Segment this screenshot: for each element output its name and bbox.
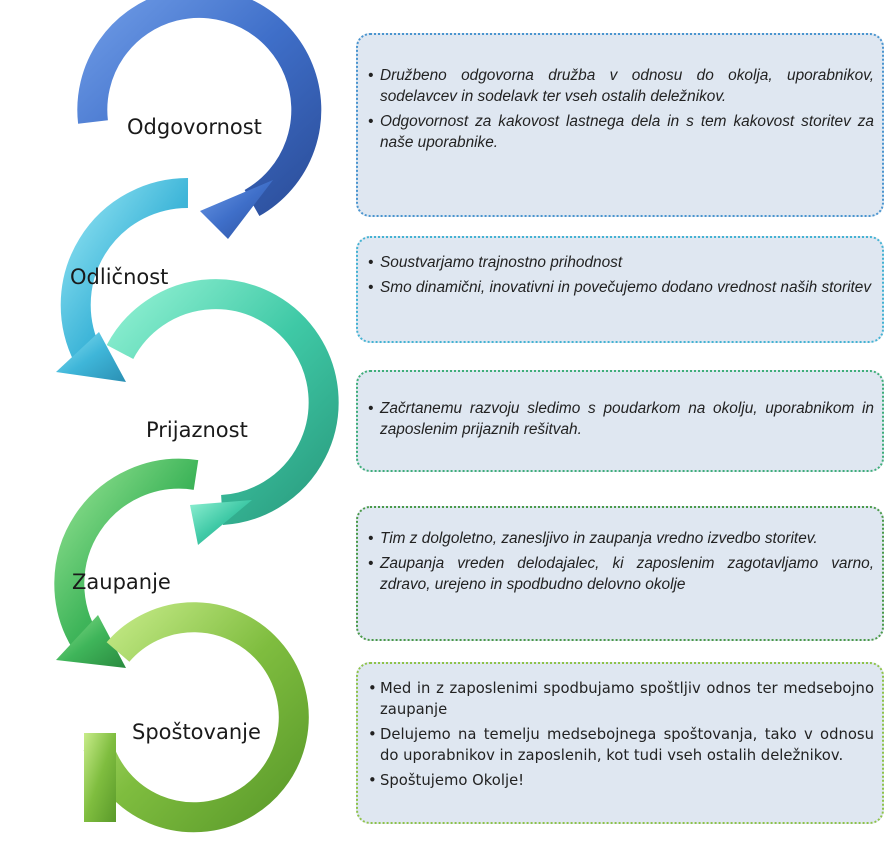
bullet-item: Spoštujemo Okolje! [368, 770, 874, 791]
bullet-item: Tim z dolgoletno, zanesljivo in zaupanja… [368, 528, 874, 549]
arrow-zaupanje [54, 458, 199, 668]
arrow-odlicnost [56, 177, 189, 382]
arrow-odgovornost [77, 0, 322, 239]
description-box-prijaznost: Začrtanemu razvoju sledimo s poudarkom n… [356, 370, 884, 472]
step-label-zaupanje: Zaupanje [72, 570, 171, 594]
arrow-spostovanje [83, 602, 309, 833]
step-label-spostovanje: Spoštovanje [132, 720, 261, 744]
bullet-item: Smo dinamični, inovativni in povečujemo … [368, 277, 874, 298]
bullet-item: Delujemo na temelju medsebojnega spoštov… [368, 724, 874, 766]
step-label-prijaznost: Prijaznost [146, 418, 248, 442]
description-box-odlicnost: Soustvarjamo trajnostno prihodnost Smo d… [356, 236, 884, 343]
arrow-prijaznost [106, 279, 339, 545]
bullet-item: Družbeno odgovorna družba v odnosu do ok… [368, 65, 874, 107]
description-box-zaupanje: Tim z dolgoletno, zanesljivo in zaupanja… [356, 506, 884, 641]
description-box-spostovanje: Med in z zaposlenimi spodbujamo spoštlji… [356, 662, 884, 824]
description-box-odgovornost: Družbeno odgovorna družba v odnosu do ok… [356, 33, 884, 217]
step-label-odlicnost: Odličnost [70, 265, 169, 289]
bullet-item: Med in z zaposlenimi spodbujamo spoštlji… [368, 678, 874, 720]
bullet-item: Zaupanja vreden delodajalec, ki zaposlen… [368, 553, 874, 595]
step-label-odgovornost: Odgovornost [127, 115, 262, 139]
bullet-item: Soustvarjamo trajnostno prihodnost [368, 252, 874, 273]
bullet-item: Odgovornost za kakovost lastnega dela in… [368, 111, 874, 153]
bullet-item: Začrtanemu razvoju sledimo s poudarkom n… [368, 398, 874, 440]
